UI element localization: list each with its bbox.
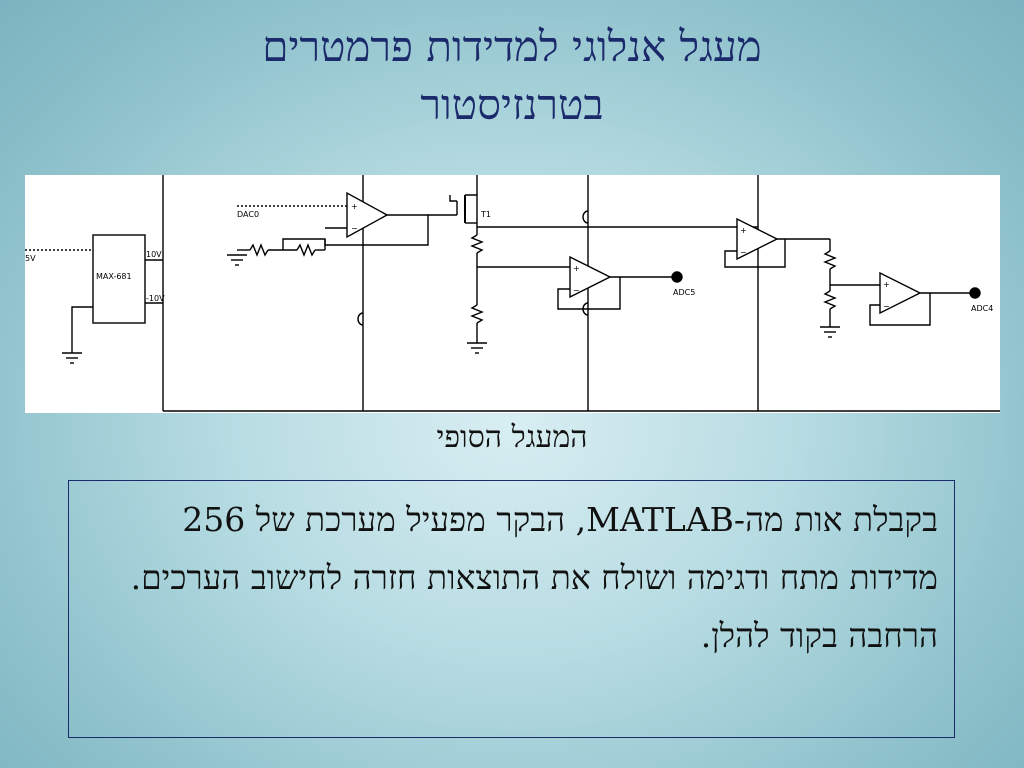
label-5v: 5V — [25, 254, 36, 263]
resistor-r6 — [823, 290, 837, 310]
circuit-schematic: 5V MAX-681 10V -10V DAC0 — [25, 175, 1000, 413]
ground-symbol-chip — [62, 352, 82, 364]
opamp-1-minus: − — [351, 224, 358, 233]
opamp-1 — [346, 191, 389, 239]
slide-title: מעגל אנלוגי למדידות פרמטרים בטרנזיסטור — [0, 18, 1024, 134]
adc5-node — [671, 271, 683, 283]
ground-symbol-dac — [227, 254, 247, 266]
schematic-caption: המעגל הסופי — [436, 420, 588, 455]
label-t1: T1 — [480, 210, 491, 219]
slide-title-line-2: בטרנזיסטור — [420, 80, 604, 129]
resistor-r3 — [470, 234, 484, 254]
ground-symbol-r6 — [820, 326, 840, 338]
resistor-r5 — [823, 250, 837, 270]
slide-title-line-1: מעגל אנלוגי למדידות פרמטרים — [262, 22, 762, 71]
opamp-3-minus: − — [740, 248, 747, 257]
label-adc4: ADC4 — [971, 304, 993, 313]
opamp-4-plus: + — [883, 280, 890, 289]
description-text: בקבלת אות מה-MATLAB, הבקר מפעיל מערכת של… — [130, 500, 938, 655]
opamp-2 — [569, 255, 612, 299]
opamp-4 — [879, 271, 922, 315]
opamp-3 — [736, 217, 779, 261]
opamp-1-plus: + — [351, 202, 358, 211]
resistor-r1 — [249, 243, 269, 257]
circuit-drawing: 5V MAX-681 10V -10V DAC0 — [25, 175, 1000, 412]
adc4-node — [969, 287, 981, 299]
description-box: בקבלת אות מה-MATLAB, הבקר מפעיל מערכת של… — [68, 480, 955, 738]
resistor-r4 — [470, 304, 484, 324]
label-neg-10v: -10V — [146, 294, 165, 303]
label-max681: MAX-681 — [96, 272, 132, 281]
label-adc5: ADC5 — [673, 288, 695, 297]
opamp-3-plus: + — [740, 226, 747, 235]
opamp-4-minus: − — [883, 302, 890, 311]
label-10v: 10V — [146, 250, 162, 259]
resistor-r2 — [296, 243, 316, 257]
label-dac0: DAC0 — [237, 210, 259, 219]
opamp-2-minus: − — [573, 286, 580, 295]
max681-chip — [92, 234, 146, 324]
opamp-2-plus: + — [573, 264, 580, 273]
ground-symbol-t1 — [467, 342, 487, 354]
